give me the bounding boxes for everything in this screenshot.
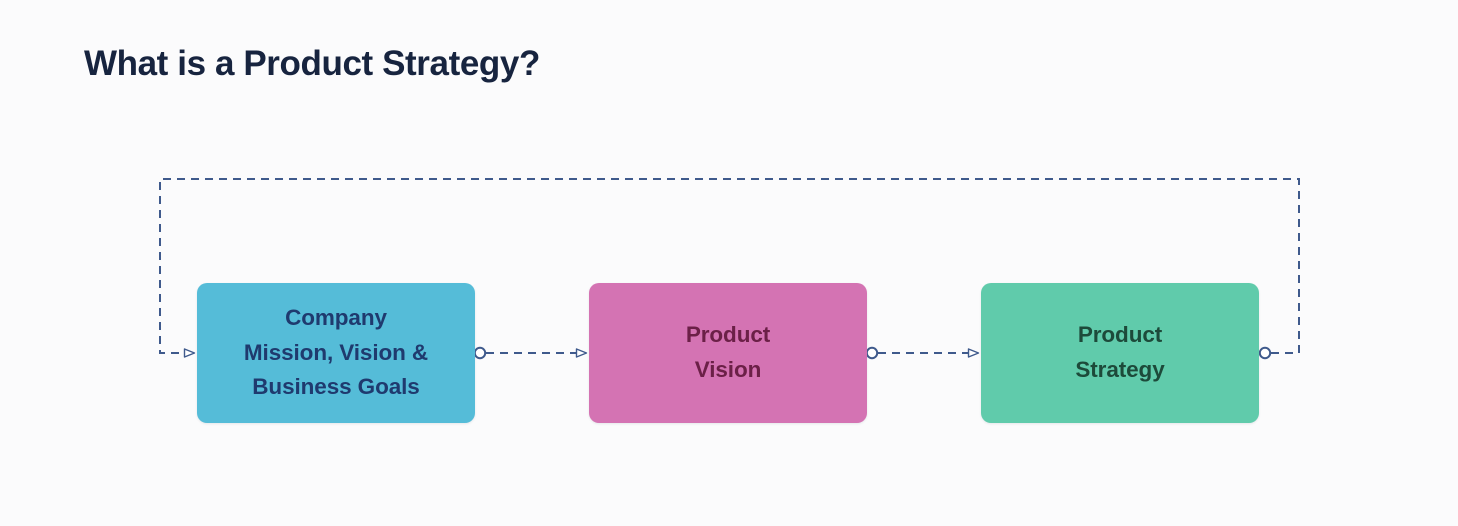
- edge-vision-to-strategy: [865, 346, 980, 360]
- node-company-mission-vision-business-goals[interactable]: Company Mission, Vision & Business Goals: [197, 283, 475, 423]
- node-product-strategy[interactable]: Product Strategy: [981, 283, 1259, 423]
- node-label: Company Mission, Vision & Business Goals: [243, 304, 429, 400]
- page-title: What is a Product Strategy?: [84, 44, 540, 83]
- edge-source-circle-icon: [473, 346, 487, 360]
- node-label: Product Vision: [685, 322, 771, 382]
- edge-strategy-feedback-loop: [159, 178, 1300, 360]
- edge-source-circle-icon: [1258, 346, 1272, 360]
- edge-company-to-vision: [473, 346, 588, 360]
- edge-loop-path: [159, 178, 1300, 358]
- node-product-vision[interactable]: Product Vision: [589, 283, 867, 423]
- node-label: Product Strategy: [1075, 322, 1165, 382]
- edge-source-circle-icon: [865, 346, 879, 360]
